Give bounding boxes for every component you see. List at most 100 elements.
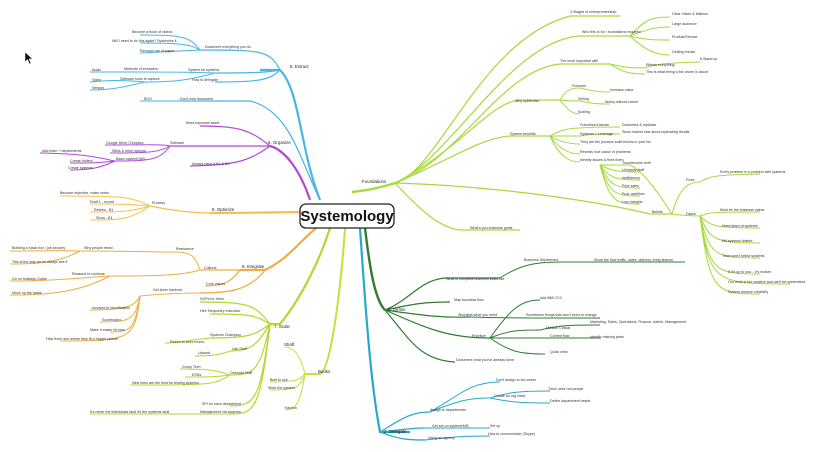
node-vision[interactable]: Clear Vision & Mission: [672, 12, 708, 16]
node-system-benefits[interactable]: System benefits: [510, 132, 536, 136]
node-most-important-asset[interactable]: Most important asset: [186, 121, 219, 125]
node-wont-change[interactable]: Sometimes things that won't need to chan…: [526, 313, 597, 317]
node-identification[interactable]: Involved in identification: [92, 306, 130, 310]
node-think-roles[interactable]: Think roles not people: [548, 387, 583, 391]
node-version[interactable]: Version: [92, 86, 104, 90]
node-complete-business[interactable]: What is complete business looks like: [446, 277, 505, 281]
node-unhappy[interactable]: Unhappy staff: [622, 168, 644, 172]
node-show[interactable]: Show - B1: [96, 216, 113, 220]
node-esds[interactable]: ESDs: [192, 373, 201, 377]
node-become-objective[interactable]: Become objective, make notes: [60, 191, 109, 195]
branch-extract[interactable]: 5. Extract Document everything you do Be…: [92, 30, 309, 101]
node-business-department[interactable]: Business Department: [524, 258, 558, 262]
node-draft-1[interactable]: Draft 1 - record: [90, 200, 114, 204]
node-review[interactable]: Review - B1: [94, 208, 113, 212]
branch-scale[interactable]: 7. Scale SOPs for Hires Hire Temporary I…: [90, 297, 290, 414]
node-build-blocks[interactable]: They are the process build blocks in you…: [580, 140, 651, 144]
node-scoreboard[interactable]: Scoreboard: [102, 318, 121, 322]
node-4-stages[interactable]: 4 Stages of entrepreneurship: [570, 10, 616, 14]
node-inefficiency[interactable]: Inefficiency: [622, 176, 640, 180]
center-node[interactable]: Systemology: [299, 203, 395, 229]
node-sops[interactable]: SOPs for Hires: [200, 297, 224, 301]
node-important-skill[interactable]: The most important skill: [560, 59, 598, 63]
node-built-to-sell[interactable]: Built to sell: [270, 378, 288, 382]
node-move-up[interactable]: Move up the ranks: [12, 291, 42, 295]
node-software-tools[interactable]: Software tools to capture: [120, 77, 160, 81]
node-always-see[interactable]: This is the way we've always see it: [12, 260, 67, 264]
node-missing-parts[interactable]: Identify missing parts: [590, 335, 624, 339]
node-new-hires[interactable]: New hires are the best for testing syste…: [132, 381, 199, 385]
node-poor-sales[interactable]: Poor sales: [622, 184, 639, 188]
node-how-to-delegate[interactable]: How to delegate: [192, 78, 218, 82]
node-google-drive[interactable]: Google Drive / Dropbox: [106, 141, 144, 145]
node-up-to-you[interactable]: If it's up to you... it's broken: [728, 270, 771, 274]
node-wikis[interactable]: Wikis & other options: [112, 149, 146, 153]
node-results[interactable]: Getting results: [672, 50, 695, 54]
node-map-flow[interactable]: Map business flow: [454, 298, 484, 302]
node-set-up[interactable]: Set up: [490, 424, 500, 428]
node-software[interactable]: Software: [170, 141, 184, 145]
branch-foundations[interactable]: Foundations 4 Stages of entrepreneurship…: [362, 10, 805, 294]
node-fakes[interactable]: Fakes: [686, 212, 696, 216]
node-kill-systems[interactable]: Kill systems limited: [722, 239, 752, 243]
branch-define[interactable]: 1. Define What is complete business look…: [388, 258, 686, 362]
branch-organize[interactable]: 6. Organize Most important asset Softwar…: [42, 121, 291, 170]
node-optimize[interactable]: 8. Optimize: [212, 207, 235, 212]
node-increase-value[interactable]: Increase value: [610, 88, 633, 92]
node-delegate[interactable]: 2. Delegate: [384, 429, 407, 434]
node-too-creative[interactable]: Our work is too creative and can't be sy…: [728, 280, 805, 284]
node-group-tech[interactable]: Group Tech: [182, 365, 201, 369]
node-team-involved[interactable]: Get team involved: [153, 288, 182, 292]
node-need-again[interactable]: Will I need to do this again? Systemise …: [112, 39, 177, 43]
node-leverage[interactable]: Systems = Leverage: [580, 132, 613, 136]
node-must-be-owner[interactable]: Must be the business owner: [720, 208, 766, 212]
node-foundations[interactable]: Foundations: [362, 179, 387, 184]
node-dont-assign[interactable]: Don't assign to biz owner: [496, 378, 537, 382]
node-never-fault[interactable]: It's never the individuals fault it's th…: [90, 410, 169, 414]
node-root-cause[interactable]: Reveals root cause of problems: [580, 150, 631, 154]
branch-integrate[interactable]: 9. Integrate Resistance Why people resis…: [12, 246, 265, 341]
node-methods-extraction[interactable]: Methods of extraction: [124, 67, 158, 71]
node-mums[interactable]: Return to work mums: [170, 340, 204, 344]
node-biz-owner[interactable]: This is what being a biz owner is about: [646, 70, 708, 74]
node-core-values[interactable]: Core values: [206, 282, 225, 286]
branch-optimize[interactable]: 8. Optimize Process Become objective, ma…: [60, 191, 235, 220]
node-current-flow[interactable]: Current flow: [550, 334, 570, 338]
node-scale[interactable]: 7. Scale: [274, 324, 290, 329]
branch-books[interactable]: Books Shaft Built to sell Work the syste…: [268, 342, 331, 410]
node-identify-issues[interactable]: Identify issues & fixes them: [580, 158, 624, 162]
node-onboard[interactable]: Onboard Staff: [230, 371, 252, 375]
node-traction[interactable]: Traction: [284, 406, 297, 410]
node-remove-creativity[interactable]: System remove creativity: [728, 290, 768, 294]
node-reasons-continue[interactable]: Reasons to continue: [72, 272, 105, 276]
node-document-replicate[interactable]: Document & replicate: [622, 123, 656, 127]
node-worky[interactable]: Worky without owner: [605, 100, 639, 104]
node-always-have[interactable]: Always have a B1 & B1: [192, 162, 229, 166]
node-holidays[interactable]: Go on holidays Guide: [12, 277, 47, 281]
node-why-people-resist[interactable]: Why people resist: [84, 246, 113, 250]
node-bigger-picture[interactable]: Help them see where they fit in bigger p…: [46, 337, 118, 341]
node-beliefs[interactable]: Beliefs: [652, 210, 663, 214]
node-poor-cashflow[interactable]: Poor cashflow: [622, 192, 645, 196]
node-stock-market[interactable]: Stock market was about replicating resul…: [622, 130, 690, 134]
node-cultural[interactable]: Cultural: [204, 266, 217, 270]
node-audience[interactable]: Large audience: [672, 22, 697, 26]
node-extract[interactable]: 5. Extract: [290, 64, 309, 69]
node-product[interactable]: Product/Service: [672, 35, 697, 39]
node-shaft[interactable]: Shaft: [284, 342, 295, 347]
node-why-systemise[interactable]: Why systemise: [515, 99, 539, 103]
node-make-easier[interactable]: Make it easier for less: [90, 328, 125, 332]
node-system-for-systems[interactable]: System for systems: [188, 68, 220, 72]
node-skype[interactable]: How to communicate (Skype): [488, 432, 535, 436]
node-marketing[interactable]: Marketing, Sales, Operations, Finance, A…: [590, 320, 686, 324]
node-create-systems[interactable]: Create systems: [68, 166, 93, 170]
node-team-wont-follow[interactable]: Team won't follow systems: [722, 254, 765, 258]
node-organize[interactable]: 6. Organize: [268, 140, 291, 145]
node-temporary[interactable]: Hire Temporary Instructor: [200, 309, 241, 313]
node-video[interactable]: Video: [92, 78, 101, 82]
node-freedom[interactable]: Freedom: [572, 84, 586, 88]
node-assign-departments[interactable]: Assign to departments: [430, 408, 466, 412]
node-franchise[interactable]: Franchise/License: [580, 123, 609, 127]
node-upwork[interactable]: Upwork: [198, 351, 210, 355]
node-create-folders[interactable]: Create folders: [70, 159, 93, 163]
